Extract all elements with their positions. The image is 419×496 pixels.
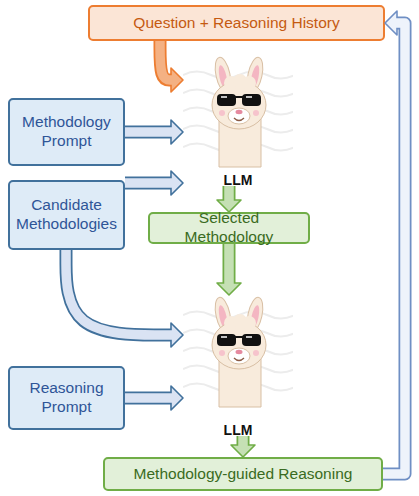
arrow-shaft (125, 392, 171, 405)
arrow-head (217, 283, 241, 295)
input-box: Question + Reasoning History (88, 5, 385, 41)
arrow-shaft (160, 41, 171, 80)
arrow-head (171, 120, 183, 144)
flow-arrow (125, 171, 183, 195)
arrow-shaft (223, 244, 236, 283)
prompt-box: Methodology Prompt (8, 98, 125, 166)
arrow-shaft (383, 23, 405, 474)
arrow-fill (125, 178, 173, 188)
output-box: Methodology-guided Reasoning (103, 457, 383, 491)
llama-illustration (183, 55, 293, 190)
box-text: Question + Reasoning History (133, 14, 339, 33)
candidates-box: Candidate Methodologies (8, 180, 125, 250)
output-box: Selected Methodology (148, 212, 310, 244)
arrow-shaft (223, 186, 236, 200)
flow-arrow (217, 244, 241, 295)
box-text: Reasoning Prompt (14, 379, 119, 416)
model-label: LLM (183, 422, 293, 438)
arrow-head (171, 323, 183, 347)
flow-arrow (231, 436, 255, 457)
arrow-head (231, 445, 255, 457)
arrow-fill (224, 186, 234, 202)
flow-arrow (383, 11, 405, 474)
arrow-head (171, 171, 183, 195)
box-text: Selected Methodology (154, 209, 304, 246)
arrow-fill (383, 23, 405, 474)
arrow-fill (125, 127, 173, 137)
llama-illustration (183, 295, 293, 440)
box-text: Candidate Methodologies (14, 196, 119, 233)
prompt-box: Reasoning Prompt (8, 366, 125, 430)
model-label: LLM (183, 172, 293, 188)
flow-arrow (125, 386, 183, 410)
arrow-fill (125, 393, 173, 403)
box-text: Methodology-guided Reasoning (134, 465, 353, 484)
arrow-shaft (125, 177, 171, 190)
flow-arrow (66, 250, 183, 347)
arrow-fill (66, 250, 173, 335)
arrow-shaft (66, 250, 171, 335)
llm-model: LLM (183, 295, 293, 440)
arrow-fill (160, 41, 173, 80)
flow-arrow (217, 186, 241, 212)
arrow-shaft (237, 436, 250, 445)
arrow-head (171, 386, 183, 410)
arrow-fill (224, 244, 234, 285)
arrow-head (217, 200, 241, 212)
arrow-head (171, 68, 183, 92)
arrow-head (385, 11, 397, 35)
box-text: Methodology Prompt (14, 113, 119, 150)
arrow-shaft (125, 126, 171, 139)
flow-arrow (125, 120, 183, 144)
flow-arrow (160, 41, 183, 92)
llm-model: LLM (183, 55, 293, 190)
arrow-fill (238, 436, 248, 447)
